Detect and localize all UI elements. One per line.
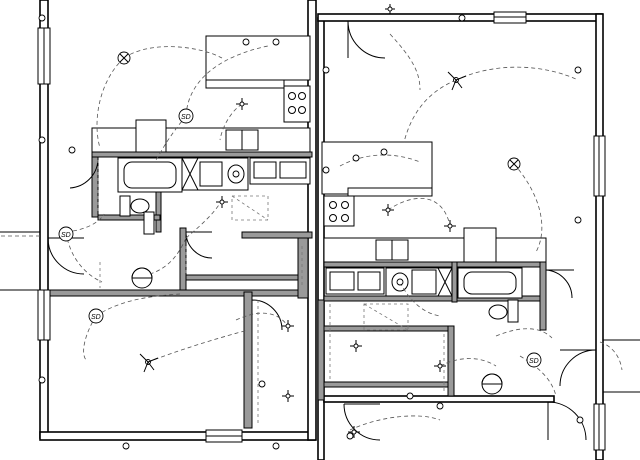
switch-icon <box>282 320 294 332</box>
ceiling-light-icon <box>396 278 404 286</box>
receptacle-icon <box>574 66 582 74</box>
receptacle-icon <box>322 166 330 174</box>
right-range <box>323 195 355 227</box>
left-closet-box <box>297 237 309 299</box>
left-base-cabinets <box>91 127 311 153</box>
switch-icon <box>282 390 294 402</box>
receptacle-icon <box>346 432 354 440</box>
doors <box>47 20 597 441</box>
left-range <box>283 85 311 123</box>
door-right-bed <box>547 401 587 441</box>
left-hall-low-wall <box>185 274 309 281</box>
switch-icon <box>236 98 248 110</box>
party-wall-left <box>307 0 317 441</box>
wall-runs <box>97 160 445 424</box>
left-closet-wall <box>179 227 187 291</box>
receptacles <box>38 14 584 450</box>
door-left-bedroom <box>251 299 283 331</box>
switch-icon <box>382 204 394 216</box>
left-bath-mid-wall <box>155 156 162 233</box>
left-bath <box>117 157 311 289</box>
door-left-closet <box>185 231 213 259</box>
smoke-detector-label: SD <box>91 314 101 321</box>
left-upper-cabinets <box>205 35 311 81</box>
ceiling-fans <box>139 71 467 373</box>
right-toilet-tank <box>507 299 519 323</box>
smoke-detector-icon: SD <box>178 108 194 124</box>
right-hall-wall <box>323 381 455 388</box>
door-right-lower <box>343 403 381 441</box>
smoke-detector-label: SD <box>181 114 191 121</box>
windows <box>37 11 606 451</box>
receptacle-icon <box>272 442 280 450</box>
receptacle-icon <box>574 216 582 224</box>
right-bath-top-wall <box>323 261 547 268</box>
door-right-top <box>347 20 386 59</box>
left-kitchen <box>91 35 311 153</box>
receptacle-icon <box>38 14 46 22</box>
smoke-detector-label: SD <box>61 232 71 239</box>
ceiling-fan-icon <box>139 353 159 373</box>
ceiling-fan-icon <box>447 71 467 91</box>
leaders <box>0 231 640 393</box>
right-unit-lower-wall <box>323 395 555 403</box>
left-hall-wall <box>241 231 313 239</box>
left-counter <box>205 79 285 89</box>
smoke-detectors: SD SD SD SD <box>58 108 542 368</box>
receptacle-icon <box>406 392 414 400</box>
door-right-bath <box>545 269 574 299</box>
right-unit-east-wall <box>595 13 604 460</box>
ceiling-light-icon <box>232 170 240 178</box>
left-toilet <box>130 198 150 214</box>
ceiling-lights <box>117 51 521 286</box>
receptacle-icon <box>380 148 388 156</box>
left-tub <box>117 157 183 193</box>
right-kitchen <box>321 141 547 263</box>
smoke-detector-icon: SD <box>58 226 74 242</box>
switch-icon <box>348 426 360 438</box>
left-dishwasher <box>135 119 167 153</box>
walls <box>39 0 604 460</box>
right-bath-mid-wall <box>451 261 458 303</box>
switch-icon <box>216 196 228 208</box>
receptacle-icon <box>272 38 280 46</box>
right-closet-wall-2 <box>317 299 325 401</box>
left-bed-wall <box>47 289 309 297</box>
door-left-entry <box>47 237 85 275</box>
switch-icon <box>385 4 395 14</box>
receptacle-icon <box>68 146 76 154</box>
switch-icon <box>444 220 456 232</box>
receptacle-icon <box>576 416 584 424</box>
right-base-cabinets <box>323 237 547 263</box>
receptacle-icon <box>258 380 266 388</box>
receptacle-icon <box>458 14 466 22</box>
smoke-detector-icon: SD <box>526 352 542 368</box>
smoke-detector-label: SD <box>529 358 539 365</box>
receptacle-icon <box>242 38 250 46</box>
receptacle-icon <box>122 442 130 450</box>
door-right-entry <box>559 349 597 387</box>
receptacle-icon <box>38 376 46 384</box>
right-counter <box>347 187 433 197</box>
left-mirror <box>231 195 269 221</box>
receptacle-icon <box>352 154 360 162</box>
left-closet-wall-2 <box>243 291 253 429</box>
receptacle-icon <box>436 402 444 410</box>
switch-icon <box>350 340 362 352</box>
right-upper-cabinets <box>321 141 433 195</box>
right-dishwasher <box>463 227 497 263</box>
right-bath-east-wall <box>539 261 547 331</box>
right-toilet <box>488 304 508 320</box>
receptacle-icon <box>322 66 330 74</box>
receptacle-icon <box>38 136 46 144</box>
right-mirror <box>363 303 409 331</box>
ceiling-light-icon <box>117 51 131 65</box>
left-toilet-tank <box>119 195 131 217</box>
ceiling-light-icon <box>507 157 521 171</box>
smoke-detector-icon: SD <box>88 308 104 324</box>
left-bath-top-wall <box>91 151 313 158</box>
left-unit-south-wall <box>39 431 316 441</box>
